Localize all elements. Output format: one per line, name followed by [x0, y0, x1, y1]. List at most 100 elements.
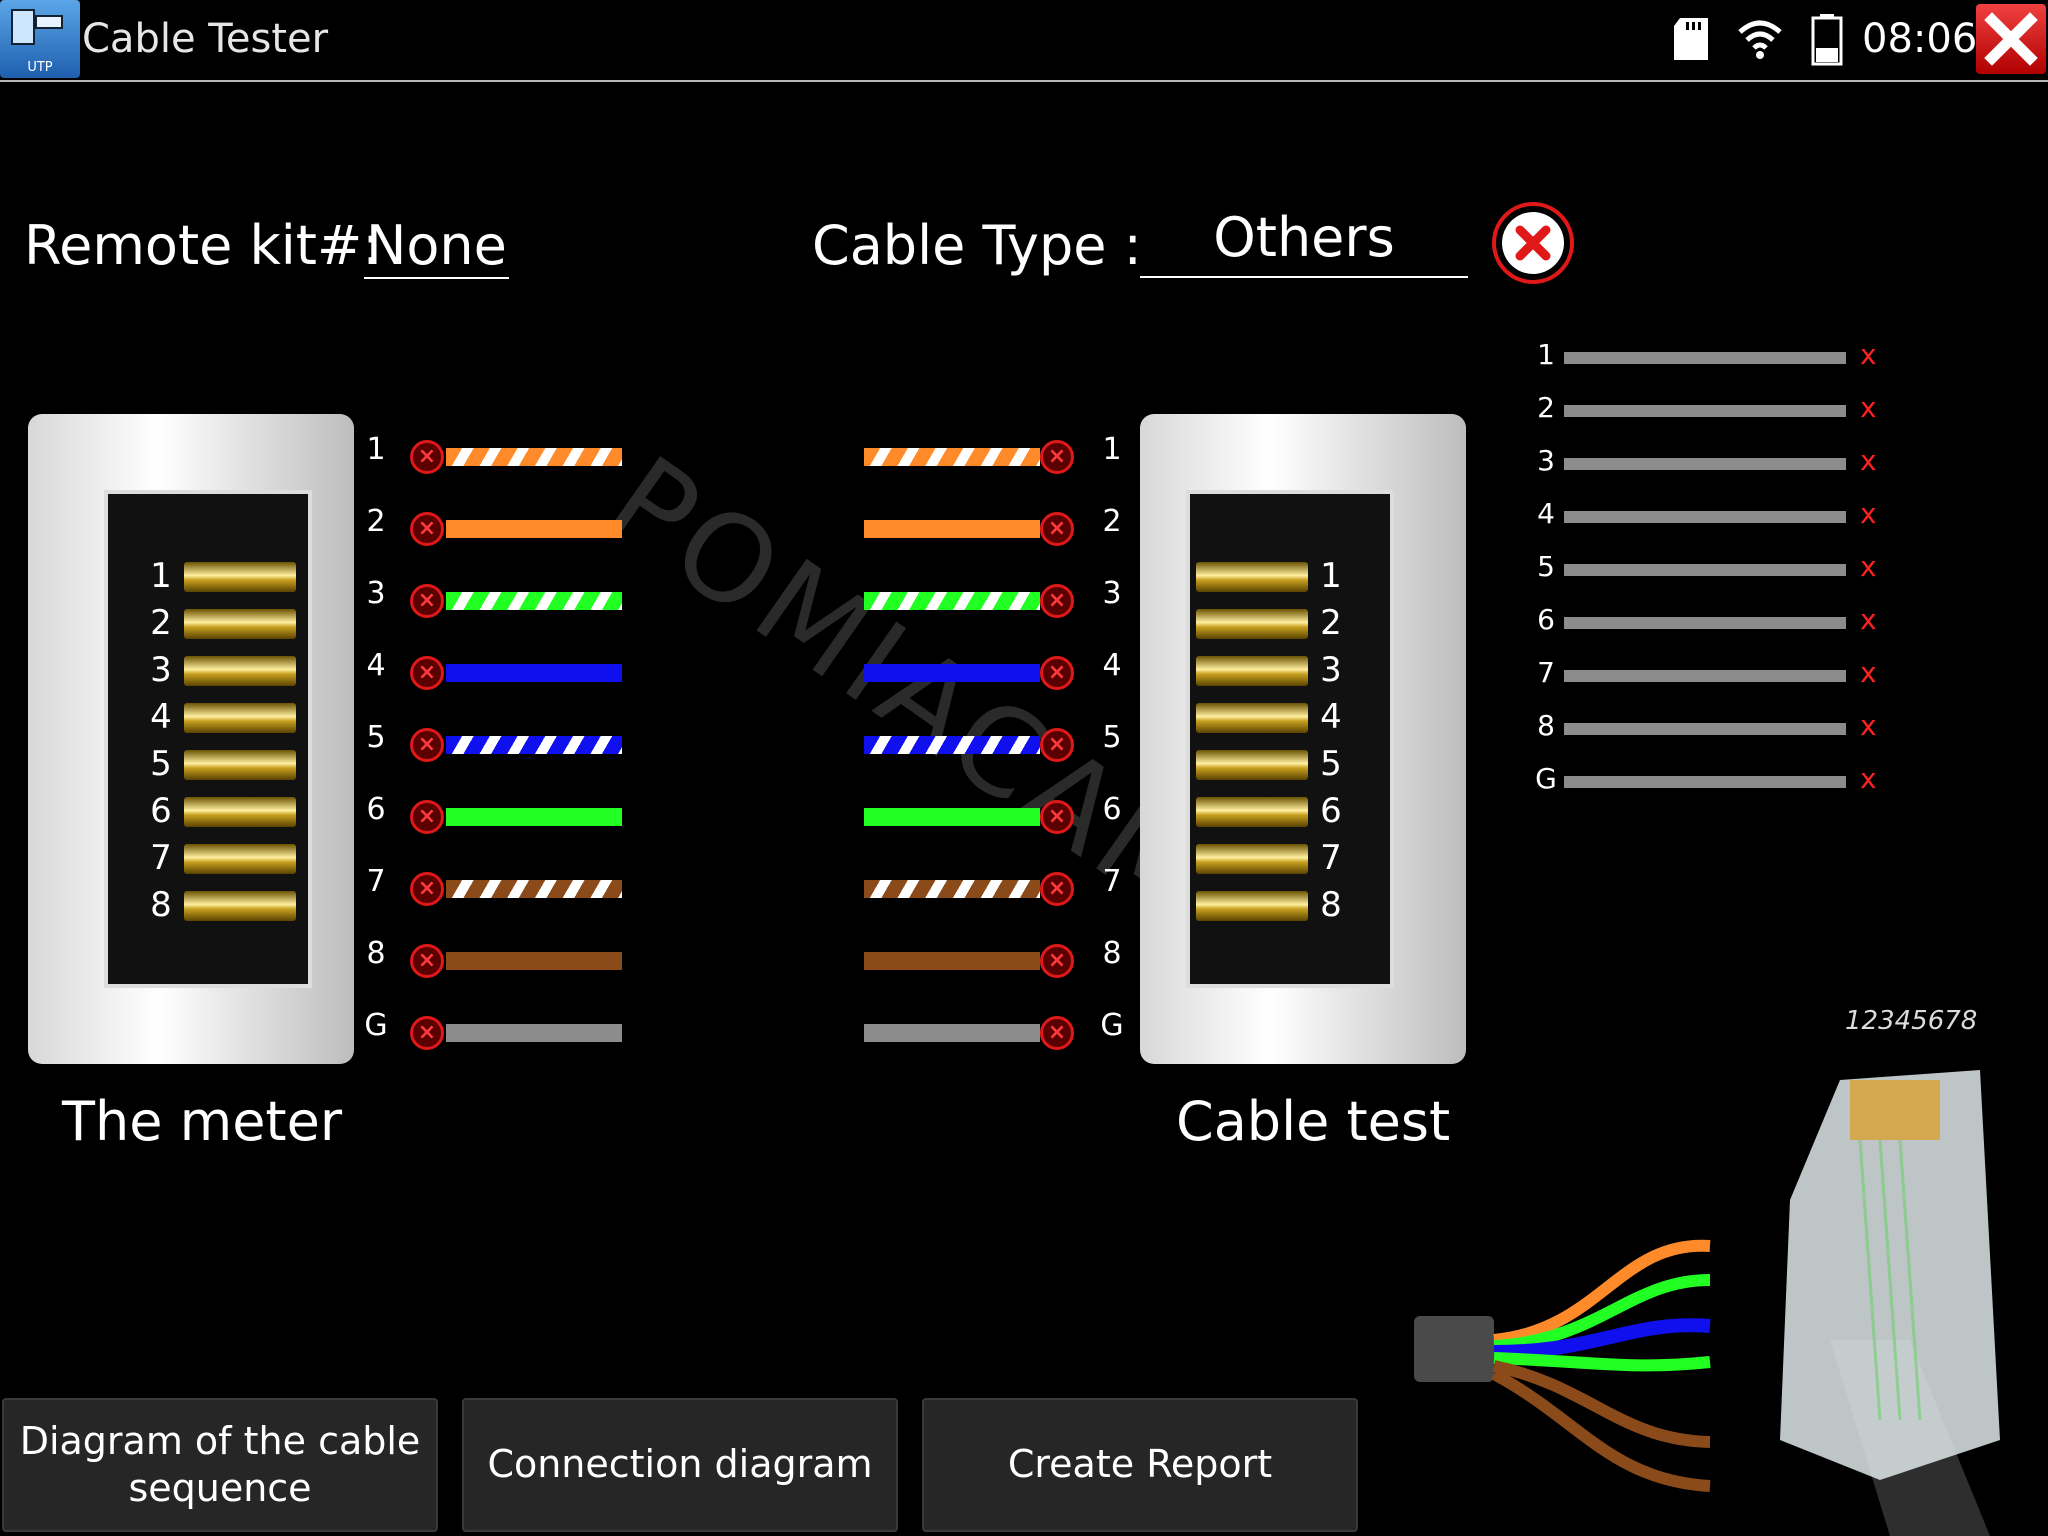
cable-test-contact-number: 1 [1320, 556, 1342, 596]
cable-pin-fail-icon: × [1040, 584, 1074, 618]
connection-diagram-button[interactable]: Connection diagram [462, 1398, 898, 1532]
status-list-pin-number: 5 [1537, 550, 1555, 583]
cable-test-contact-number: 8 [1320, 885, 1342, 925]
remote-kit-label: Remote kit#: [24, 214, 381, 277]
cable-test-contact [1196, 562, 1308, 592]
cable-pin-number: 6 [1102, 792, 1122, 827]
cable-test-contact-number: 2 [1320, 603, 1342, 643]
meter-contact-number: 1 [150, 556, 172, 596]
cable-pin-number: 7 [1102, 864, 1122, 899]
battery-icon [1811, 14, 1843, 66]
cable-test-caption: Cable test [1176, 1090, 1451, 1153]
cable-test-contact [1196, 609, 1308, 639]
cable-pin-number: 4 [1102, 648, 1122, 683]
cable-pin-number: 2 [1102, 504, 1122, 539]
meter-pin-wire [446, 520, 622, 538]
status-list-fail-mark: x [1860, 603, 1877, 636]
status-list-pin-number: 4 [1537, 497, 1555, 530]
status-list-line [1564, 511, 1846, 523]
cable-pin-wire [864, 448, 1040, 466]
meter-pin-number: 2 [366, 504, 386, 539]
meter-pin-fail-icon: × [410, 800, 444, 834]
cable-test-contact-number: 7 [1320, 838, 1342, 878]
meter-pin-number: G [364, 1008, 388, 1043]
cable-pin-number: G [1100, 1008, 1124, 1043]
meter-pin-wire [446, 880, 622, 898]
meter-pin-fail-icon: × [410, 656, 444, 690]
meter-pin-fail-icon: × [410, 728, 444, 762]
meter-pin-wire [446, 952, 622, 970]
status-list-line [1564, 352, 1846, 364]
meter-pin-wire [446, 664, 622, 682]
cable-pin-wire [864, 520, 1040, 538]
meter-pin-number: 7 [366, 864, 386, 899]
close-icon [1984, 12, 2038, 66]
status-list-pin-number: 3 [1537, 444, 1555, 477]
cable-test-contact-number: 6 [1320, 791, 1342, 831]
cable-test-contact [1196, 844, 1308, 874]
status-list-fail-mark: x [1860, 656, 1877, 689]
tester-icon [11, 9, 63, 45]
remote-kit-value[interactable]: None [364, 214, 509, 279]
cable-pin-number: 1 [1102, 432, 1122, 467]
meter-pin-wire [446, 1024, 622, 1042]
close-button[interactable] [1976, 4, 2046, 74]
meter-pin-fail-icon: × [410, 872, 444, 906]
status-list-line [1564, 723, 1846, 735]
meter-contact [184, 562, 296, 592]
cable-pin-fail-icon: × [1040, 800, 1074, 834]
meter-contact-number: 7 [150, 838, 172, 878]
cable-test-contact [1196, 703, 1308, 733]
meter-pin-fail-icon: × [410, 512, 444, 546]
cable-status-fail-icon [1492, 202, 1574, 284]
status-list-line [1564, 776, 1846, 788]
meter-contact [184, 844, 296, 874]
meter-contact [184, 656, 296, 686]
cable-pin-number: 5 [1102, 720, 1122, 755]
create-report-button[interactable]: Create Report [922, 1398, 1358, 1532]
status-list-line [1564, 617, 1846, 629]
status-clock: 08:06 [1862, 16, 1978, 62]
status-list-pin-number: 7 [1537, 656, 1555, 689]
meter-pin-number: 3 [366, 576, 386, 611]
cable-sequence-diagram-button[interactable]: Diagram of the cable sequence [2, 1398, 438, 1532]
app-title: Cable Tester [82, 16, 329, 62]
status-list-line [1564, 458, 1846, 470]
meter-pin-number: 4 [366, 648, 386, 683]
meter-pin-number: 5 [366, 720, 386, 755]
meter-pin-fail-icon: × [410, 440, 444, 474]
meter-pin-number: 6 [366, 792, 386, 827]
meter-contact [184, 750, 296, 780]
rj45-plug-illustration [1414, 1070, 2000, 1536]
cable-pin-fail-icon: × [1040, 944, 1074, 978]
status-list-pin-number: 6 [1537, 603, 1555, 636]
cable-test-contact [1196, 656, 1308, 686]
app-icon: UTP [0, 0, 80, 78]
cable-pin-fail-icon: × [1040, 728, 1074, 762]
meter-contact-number: 6 [150, 791, 172, 831]
meter-contact-number: 2 [150, 603, 172, 643]
meter-contact-number: 3 [150, 650, 172, 690]
cable-pin-wire [864, 952, 1040, 970]
cable-pin-number: 8 [1102, 936, 1122, 971]
meter-contact [184, 891, 296, 921]
cable-pin-fail-icon: × [1040, 440, 1074, 474]
meter-contact-number: 8 [150, 885, 172, 925]
cable-pin-fail-icon: × [1040, 1016, 1074, 1050]
meter-pin-number: 1 [366, 432, 386, 467]
status-list-fail-mark: x [1860, 444, 1877, 477]
cable-pin-fail-icon: × [1040, 656, 1074, 690]
status-list-fail-mark: x [1860, 709, 1877, 742]
cable-type-value[interactable]: Others [1140, 206, 1468, 278]
status-list-fail-mark: x [1860, 762, 1877, 795]
status-list-pin-number: G [1535, 762, 1557, 795]
cable-pin-wire [864, 736, 1040, 754]
meter-contact [184, 609, 296, 639]
cable-pin-fail-icon: × [1040, 512, 1074, 546]
status-list-pin-number: 8 [1537, 709, 1555, 742]
cable-pin-wire [864, 592, 1040, 610]
plug-pin-label: 12345678 [1845, 1006, 1978, 1036]
meter-pin-fail-icon: × [410, 1016, 444, 1050]
status-list-fail-mark: x [1860, 550, 1877, 583]
cable-pin-wire [864, 880, 1040, 898]
